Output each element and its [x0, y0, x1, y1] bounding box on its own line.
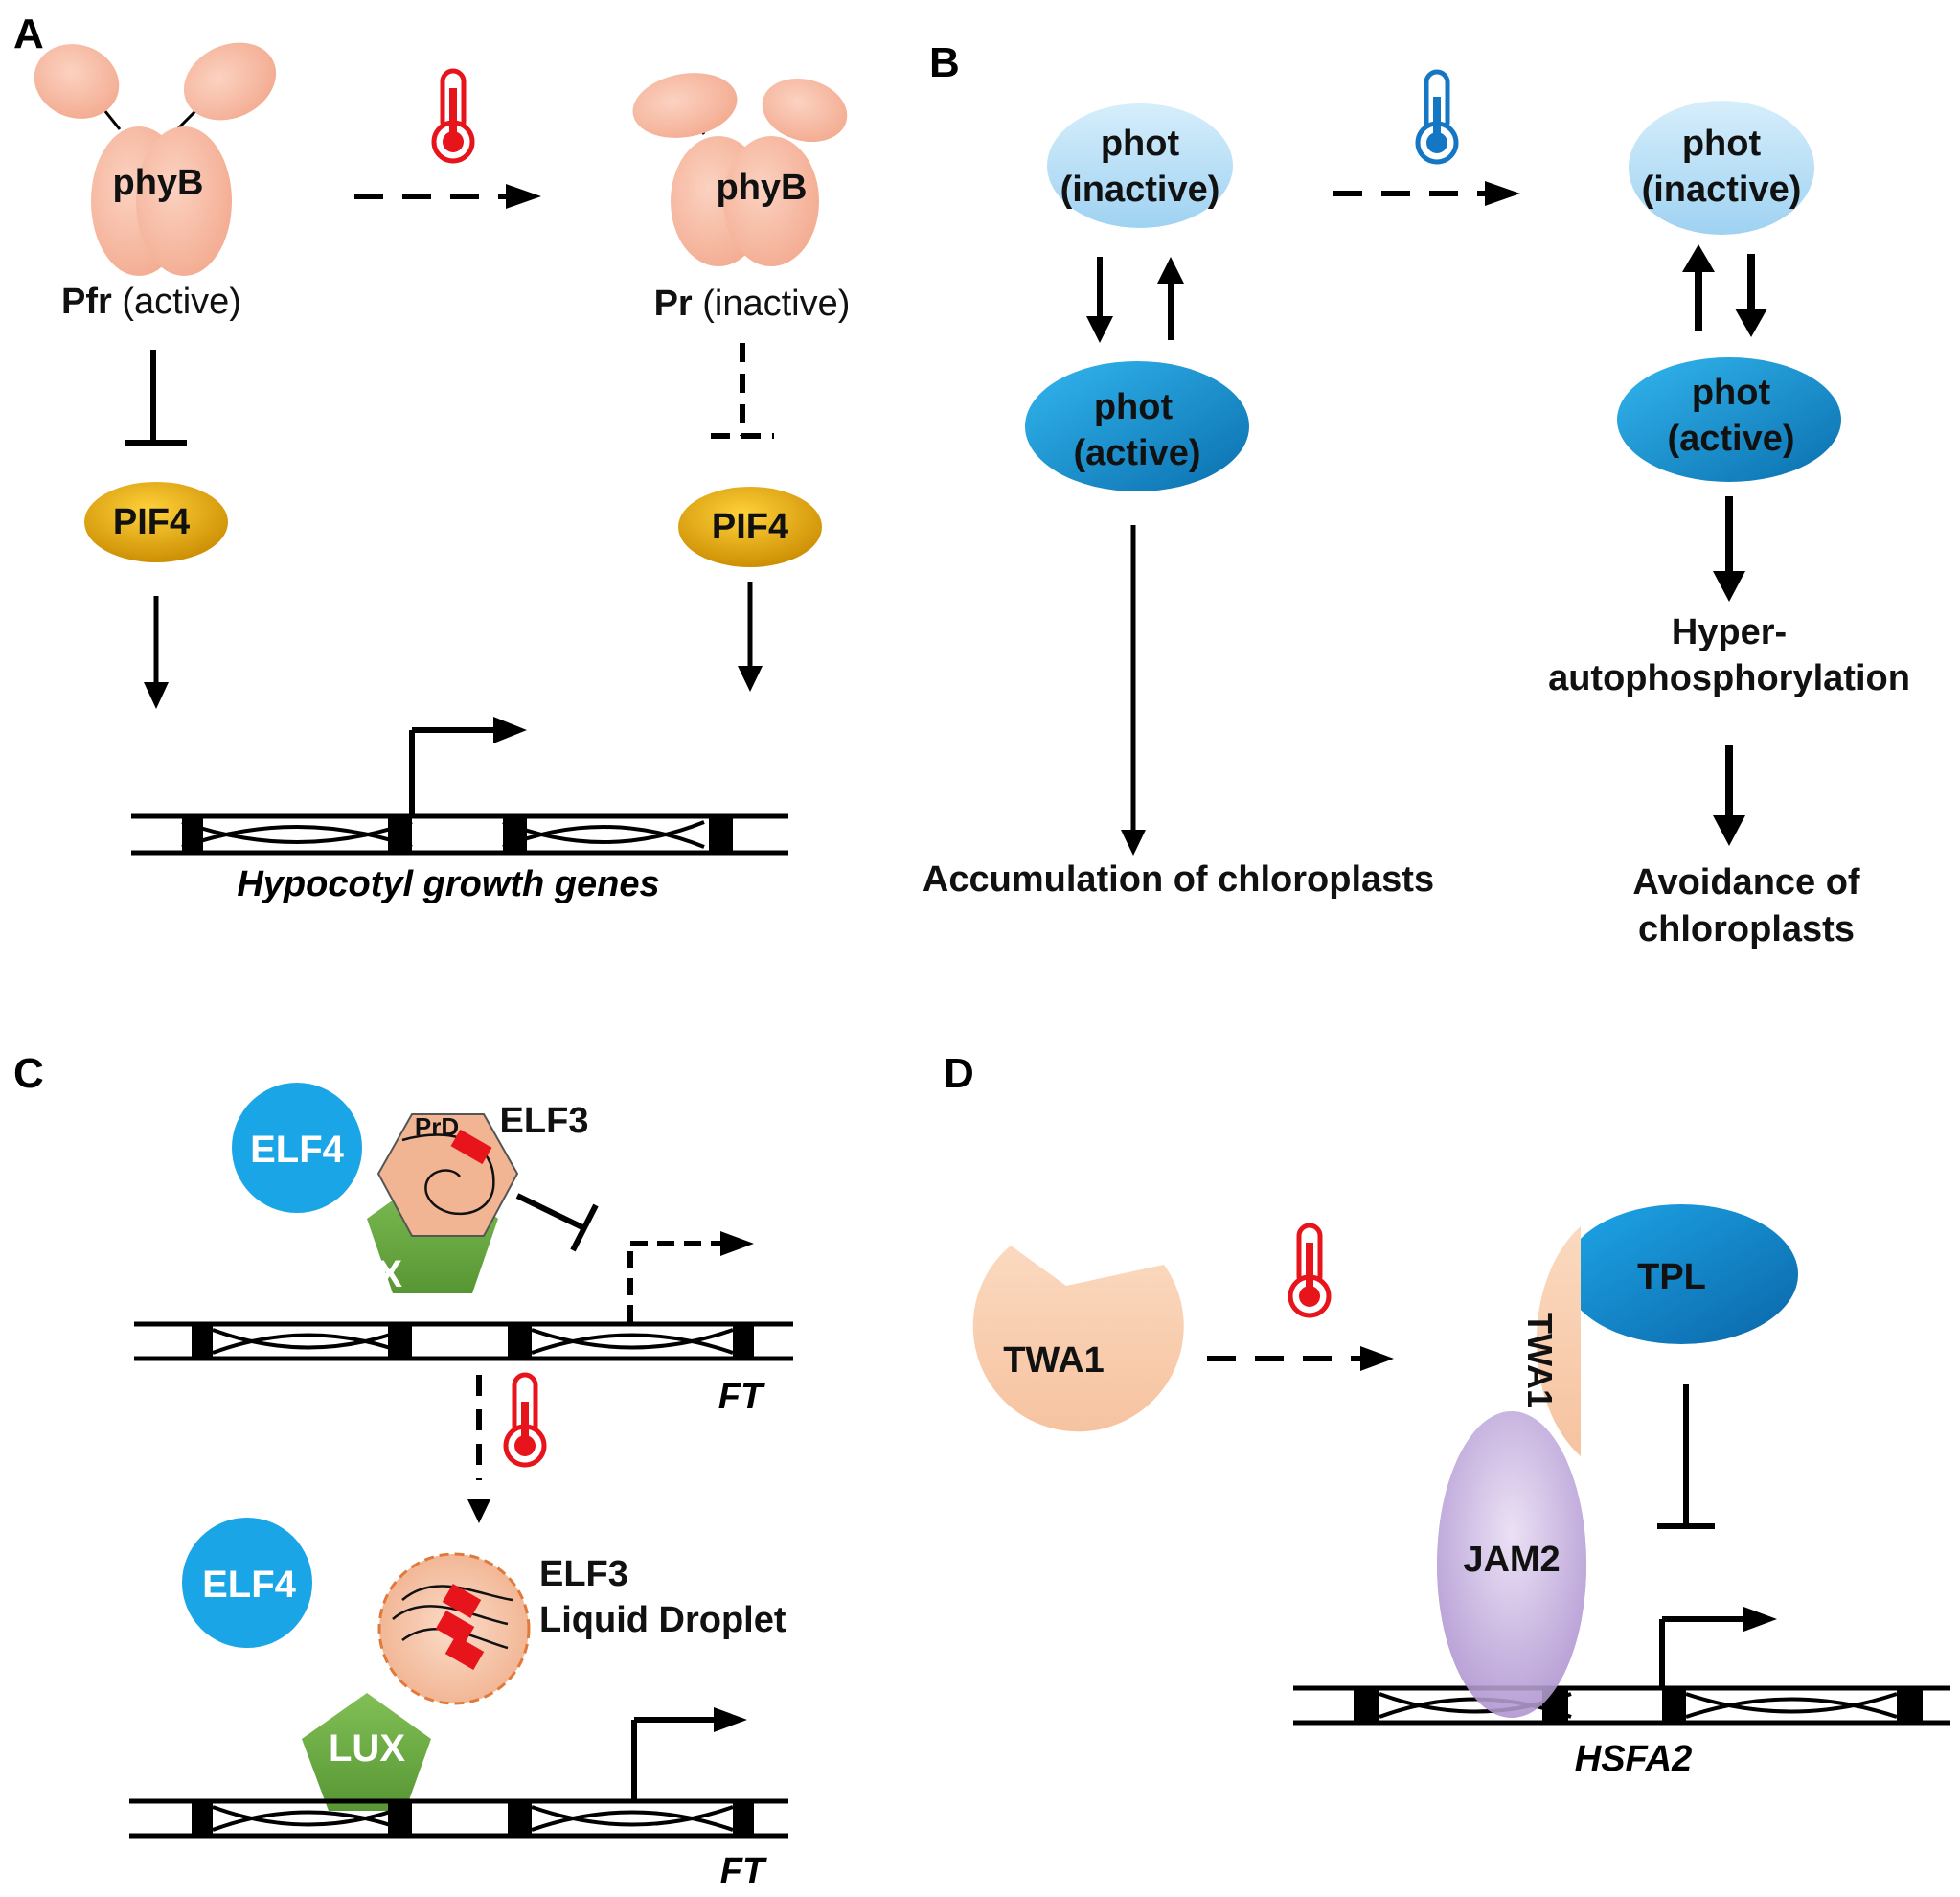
- panel-label-a: A: [13, 11, 44, 57]
- dna-a: [131, 813, 788, 856]
- elf3-inhibition: [515, 1193, 599, 1252]
- phyb-pr-dimer: phyB: [632, 73, 848, 266]
- phot-inactive-right-l1: phot: [1682, 124, 1762, 164]
- thermometer-hot-icon: [431, 68, 475, 164]
- gene-label-c-top: FT: [718, 1377, 765, 1417]
- promoter-arrow-c-bottom: [631, 1707, 747, 1799]
- inhibition-solid-a: [125, 350, 187, 446]
- transition-arrow-a: [354, 184, 541, 209]
- lux-top-label: LUX: [326, 1253, 402, 1295]
- inhibition-d: [1657, 1384, 1715, 1529]
- avoidance-l2: chloroplasts: [1638, 909, 1855, 949]
- phyb-label-left: phyB: [113, 163, 204, 203]
- gene-label-c-bottom: FT: [720, 1851, 767, 1891]
- pr-state-label: Pr (inactive): [654, 284, 851, 324]
- phyb-pfr-dimer: phyB: [34, 42, 277, 276]
- twa1-left-label: TWA1: [1003, 1340, 1105, 1381]
- pif4-right-label: PIF4: [712, 507, 788, 547]
- phot-inactive-right: [1629, 101, 1814, 235]
- phot-inactive-left-l2: (inactive): [1060, 170, 1220, 210]
- panel-label-b: B: [929, 39, 960, 86]
- lux-bottom: [302, 1693, 431, 1811]
- twa1-right: [1536, 1226, 1581, 1456]
- pif4-left-label: PIF4: [113, 502, 190, 542]
- pif4-right: [678, 487, 822, 567]
- phot-inactive-left: [1047, 103, 1233, 228]
- thermometer-hot-icon: [503, 1372, 547, 1468]
- panel-d: TWA1 TWA1 TPL JAM2: [972, 1204, 1950, 1779]
- phot-inactive-left-l1: phot: [1101, 124, 1180, 164]
- promoter-arrow-a: [409, 717, 527, 816]
- panel-label-d: D: [944, 1050, 974, 1097]
- transition-arrow-c: [467, 1375, 490, 1523]
- hyper-l2: autophosphorylation: [1548, 658, 1910, 698]
- phot-active-right: [1617, 357, 1841, 482]
- promoter-arrow-c-top: [627, 1231, 754, 1322]
- elf4-bottom-label: ELF4: [202, 1564, 297, 1606]
- dna-d: [1293, 1685, 1950, 1726]
- hyper-l1: Hyper-: [1672, 612, 1787, 652]
- elf4-bottom: [182, 1518, 312, 1648]
- outcome-accumulation: Accumulation of chloroplasts: [923, 859, 1434, 900]
- elf3-droplet: [377, 1552, 531, 1705]
- thermometer-cold-icon: [1415, 69, 1459, 165]
- phot-active-left: [1025, 361, 1249, 491]
- twa1-right-label: TWA1: [1520, 1313, 1560, 1408]
- elf4-top: [232, 1083, 362, 1213]
- lux-bottom-label: LUX: [329, 1727, 405, 1770]
- pif4-left: [84, 482, 228, 562]
- gene-label-a: Hypocotyl growth genes: [237, 864, 659, 904]
- transition-arrow-b: [1333, 181, 1520, 206]
- elf4-top-label: ELF4: [250, 1129, 345, 1171]
- droplet-label-l1: ELF3: [539, 1554, 628, 1594]
- dna-c-bottom: [129, 1798, 788, 1839]
- prd-label: PrD: [415, 1112, 459, 1141]
- inhibition-dashed-a: [711, 343, 774, 439]
- droplet-label-l2: Liquid Droplet: [539, 1600, 786, 1640]
- promoter-arrow-d: [1659, 1607, 1777, 1688]
- panel-a: phyB Pfr (active) phyB Pr (inactive): [34, 42, 851, 904]
- tpl-label: TPL: [1637, 1257, 1706, 1297]
- phot-active-right-l2: (active): [1667, 419, 1794, 459]
- phot-active-left-l2: (active): [1073, 433, 1200, 473]
- jam2-label-front: JAM2: [1463, 1540, 1560, 1580]
- avoidance-l1: Avoidance of: [1632, 862, 1860, 903]
- elf3-hexagon: PrD: [376, 1112, 519, 1237]
- transition-arrow-d: [1207, 1346, 1394, 1371]
- panel-c: ELF4 LUX PrD ELF3: [129, 1083, 793, 1891]
- phot-active-left-l1: phot: [1094, 387, 1174, 427]
- phot-active-right-l1: phot: [1692, 373, 1771, 413]
- panel-b: phot (inactive) phot (active) Accumulati…: [923, 69, 1910, 949]
- thermometer-hot-icon: [1288, 1223, 1332, 1318]
- phot-inactive-right-l2: (inactive): [1642, 170, 1802, 210]
- panel-label-c: C: [13, 1050, 44, 1097]
- gene-label-d: HSFA2: [1575, 1739, 1692, 1779]
- tpl: [1564, 1204, 1798, 1344]
- pfr-state-label: Pfr (active): [61, 282, 241, 322]
- dna-c-top: [134, 1321, 793, 1361]
- elf3-top-label: ELF3: [500, 1101, 589, 1141]
- twa1-left: [972, 1246, 1184, 1432]
- phyb-label-right: phyB: [717, 168, 808, 208]
